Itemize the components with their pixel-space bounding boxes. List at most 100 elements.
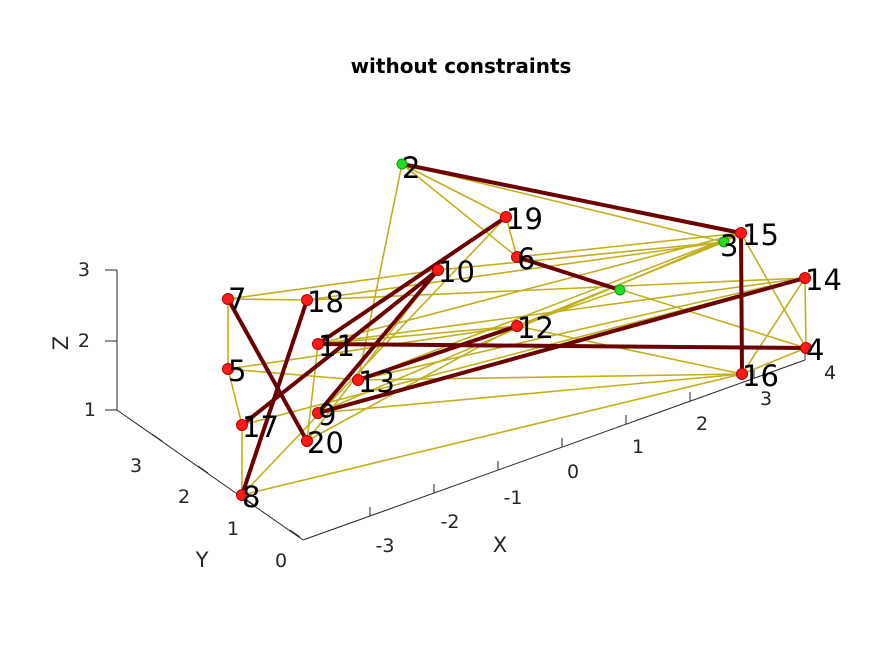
thin-edge-15-4 xyxy=(740,232,807,349)
node-9 xyxy=(312,407,324,419)
node-2 xyxy=(396,158,408,170)
node-label-3: 3 xyxy=(720,229,738,263)
thin-edge-14-16 xyxy=(741,277,806,375)
thin-edge-19-8 xyxy=(241,216,507,496)
thin-edge-7-18 xyxy=(227,298,308,301)
node-label-20: 20 xyxy=(307,426,344,460)
thick-edge-13-12 xyxy=(356,324,519,382)
thin-edge-6-15 xyxy=(516,232,742,258)
nodes xyxy=(222,158,812,501)
thin-edge-7-10 xyxy=(227,269,439,300)
y-axis-label: Y xyxy=(195,548,209,572)
thin-edge-2-3 xyxy=(401,163,725,243)
thin-edge-19-6 xyxy=(505,216,518,258)
node-19 xyxy=(500,211,512,223)
thin-edge-12-16 xyxy=(516,325,743,375)
thin-edge-8-16 xyxy=(241,373,743,496)
thin-edge-2-13 xyxy=(357,163,403,381)
x-tick-0: 0 xyxy=(567,461,579,483)
node-label-19: 19 xyxy=(506,202,543,236)
thin-edge-11-15 xyxy=(317,232,742,345)
z-tick-3: 3 xyxy=(78,259,90,281)
x-tick-4: 4 xyxy=(824,362,836,384)
thin-edge-9-16 xyxy=(317,373,743,414)
node-13 xyxy=(352,374,364,386)
thick-edge-2-15 xyxy=(400,162,743,235)
thin-edge-18-3 xyxy=(306,241,725,301)
thin-edge-5-17 xyxy=(227,368,243,426)
node-label-16: 16 xyxy=(742,359,779,393)
thick-edge-6-m xyxy=(515,255,622,292)
node-label-8: 8 xyxy=(242,480,260,514)
thick-edge-7-20 xyxy=(226,297,309,443)
y-tick-2: 2 xyxy=(178,486,190,508)
node-label-11: 11 xyxy=(318,329,355,363)
thin-edge-2-6 xyxy=(401,163,518,258)
x-tick-neg2: -2 xyxy=(441,511,460,533)
node-7 xyxy=(222,293,234,305)
z-tick-2: 2 xyxy=(78,330,90,352)
thick-edge-19-11 xyxy=(316,215,508,346)
thin-edge-5-13 xyxy=(227,368,359,381)
node-14 xyxy=(799,272,811,284)
thick-edges xyxy=(226,162,808,497)
axes: 3 2 1 Z 3 2 1 0 Y -3 -2 -1 0 1 2 3 4 X xyxy=(49,259,836,572)
thin-edge-16-4 xyxy=(741,347,807,375)
y-axis-line xyxy=(116,409,304,541)
node-18 xyxy=(301,294,313,306)
x-tick-neg3: -3 xyxy=(376,535,395,557)
thin-edge-m-12 xyxy=(516,289,621,327)
node-label-15: 15 xyxy=(742,218,779,252)
node-4 xyxy=(800,342,812,354)
x-tick-2: 2 xyxy=(696,413,708,435)
x-tick-1: 1 xyxy=(632,436,644,458)
thick-edge-9-14 xyxy=(316,276,807,415)
thin-edge-13-15 xyxy=(357,232,742,381)
node-m xyxy=(614,284,626,296)
thin-edge-10-3 xyxy=(437,241,725,271)
node-label-18: 18 xyxy=(307,285,344,319)
node-17 xyxy=(236,419,248,431)
thin-edge-14-4 xyxy=(804,277,807,349)
node-15 xyxy=(735,227,747,239)
node-11 xyxy=(312,338,324,350)
node-6 xyxy=(511,251,523,263)
y-tick-3: 3 xyxy=(130,455,142,477)
node-label-7: 7 xyxy=(228,282,246,316)
node-label-9: 9 xyxy=(318,398,336,432)
y-tick-1: 1 xyxy=(227,518,239,540)
z-tick-1: 1 xyxy=(84,399,96,421)
thin-edge-20-11 xyxy=(306,343,319,442)
node-label-10: 10 xyxy=(438,255,475,289)
thin-edge-13-16 xyxy=(357,373,743,381)
thin-edge-2-19 xyxy=(401,163,507,218)
node-8 xyxy=(236,489,248,501)
thin-edge-13-14 xyxy=(357,277,806,381)
thick-edge-17-10 xyxy=(240,268,440,427)
figure-title: without constraints xyxy=(351,54,572,78)
x-tick-neg1: -1 xyxy=(504,487,523,509)
node-label-6: 6 xyxy=(517,242,535,276)
thick-edge-10-9 xyxy=(316,268,440,415)
x-tick-3: 3 xyxy=(760,388,772,410)
node-5 xyxy=(222,363,234,375)
node-label-2: 2 xyxy=(402,151,420,185)
node-10 xyxy=(432,264,444,276)
node-20 xyxy=(301,435,313,447)
x-axis-line xyxy=(302,359,806,541)
node-label-4: 4 xyxy=(806,333,824,367)
y-tick-0: 0 xyxy=(275,550,287,572)
node-label-12: 12 xyxy=(517,311,554,345)
thin-edge-9-15 xyxy=(317,232,742,414)
z-axis-label: Z xyxy=(49,336,73,350)
node-16 xyxy=(736,368,748,380)
node-3 xyxy=(718,236,730,248)
node-label-14: 14 xyxy=(805,263,842,297)
node-label-13: 13 xyxy=(358,365,395,399)
node-label-5: 5 xyxy=(228,354,246,388)
node-label-17: 17 xyxy=(242,410,279,444)
node-12 xyxy=(511,320,523,332)
x-axis-label: X xyxy=(493,533,507,557)
